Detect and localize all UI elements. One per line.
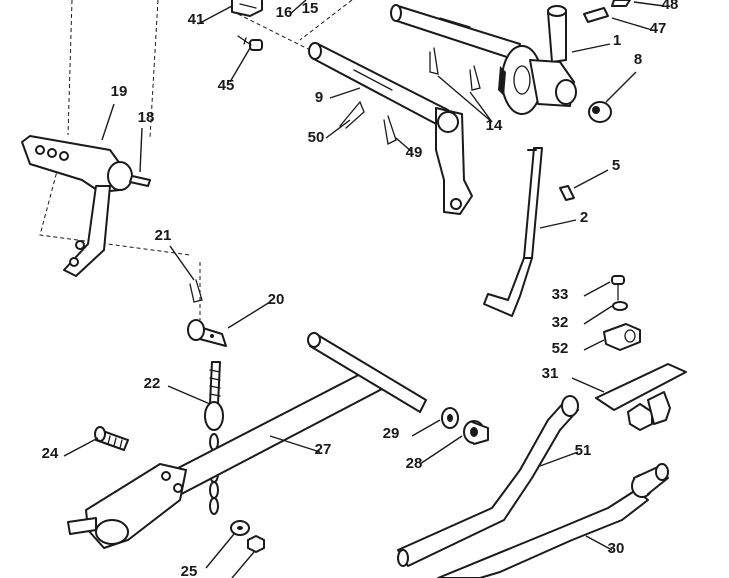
clip-14a xyxy=(429,47,439,75)
bolt-24 xyxy=(94,426,129,451)
clip-50 xyxy=(339,100,365,129)
callout-18: 18 xyxy=(138,109,155,126)
callout-1: 1 xyxy=(613,32,621,49)
clip-21 xyxy=(189,279,203,303)
bracket-41 xyxy=(231,0,263,17)
nut-26 xyxy=(247,535,265,553)
washer-25 xyxy=(230,520,250,536)
callout-22: 22 xyxy=(144,375,161,392)
callout-29: 29 xyxy=(383,425,400,442)
lift-arm-1 xyxy=(498,5,577,115)
washer-32 xyxy=(612,301,628,311)
leader-lines xyxy=(63,0,665,578)
callout-15: 15 xyxy=(302,0,319,17)
callout-24: 24 xyxy=(42,445,59,462)
callout-25: 25 xyxy=(181,563,198,578)
callout-47: 47 xyxy=(650,20,667,37)
bracket-plate xyxy=(435,107,473,215)
clip-14b xyxy=(469,65,481,91)
callout-49: 49 xyxy=(406,144,423,161)
washer-29 xyxy=(441,407,459,429)
pin-18 xyxy=(129,175,151,187)
shaft-9 xyxy=(308,42,449,127)
bracket-31 xyxy=(595,363,687,431)
arm-19 xyxy=(21,135,133,277)
callout-2: 2 xyxy=(580,209,588,226)
bushing-28 xyxy=(463,420,489,445)
ferrule-20 xyxy=(187,319,227,347)
rockshaft-27 xyxy=(67,332,427,549)
callout-14: 14 xyxy=(486,117,503,134)
pin-5 xyxy=(559,185,575,201)
callout-33: 33 xyxy=(552,286,569,303)
callout-45: 45 xyxy=(218,77,235,94)
callout-21: 21 xyxy=(155,227,172,244)
callout-31: 31 xyxy=(542,365,559,382)
callout-19: 19 xyxy=(111,83,128,100)
alignment-lines xyxy=(39,0,353,320)
callout-51: 51 xyxy=(575,442,592,459)
rod-2 xyxy=(483,147,543,317)
bolt-45 xyxy=(237,35,263,51)
knob-8 xyxy=(588,101,612,123)
callout-41: 41 xyxy=(188,11,205,28)
callout-5: 5 xyxy=(612,157,620,174)
tube-30 xyxy=(437,463,669,578)
callout-16: 16 xyxy=(276,4,293,21)
callout-50: 50 xyxy=(308,129,325,146)
pin-47 xyxy=(583,7,609,23)
callout-48: 48 xyxy=(662,0,679,13)
callout-30: 30 xyxy=(608,540,625,557)
callout-20: 20 xyxy=(268,291,285,308)
callout-32: 32 xyxy=(552,314,569,331)
pin-48 xyxy=(611,0,631,7)
tube-51 xyxy=(397,395,579,567)
shaft-15 xyxy=(390,4,521,61)
eyebolt-22 xyxy=(204,361,224,431)
callout-52: 52 xyxy=(552,340,569,357)
clamp-52 xyxy=(603,323,641,351)
callout-27: 27 xyxy=(315,441,332,458)
bolt-33 xyxy=(611,275,625,301)
clip-49 xyxy=(383,115,397,145)
callout-8: 8 xyxy=(634,51,642,68)
callout-9: 9 xyxy=(315,89,323,106)
callout-28: 28 xyxy=(406,455,423,472)
